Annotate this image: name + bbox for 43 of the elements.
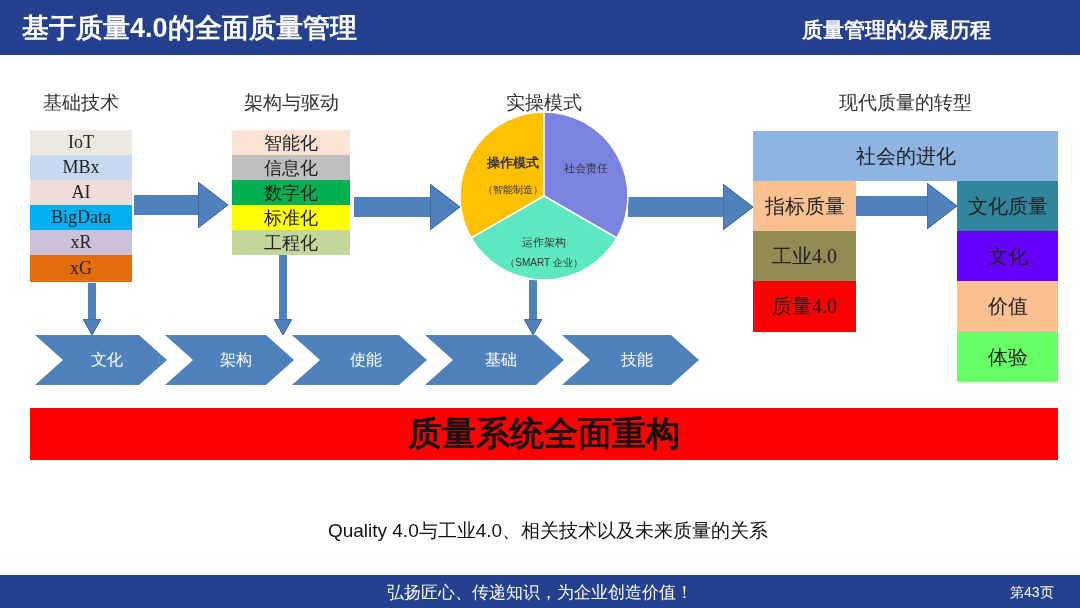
- category-band: MBx: [30, 155, 132, 180]
- block-arrow: [82, 283, 102, 336]
- column-heading: 实操模式: [505, 91, 583, 115]
- category-band: 质量4.0: [753, 281, 856, 332]
- category-band: xG: [30, 255, 132, 282]
- category-band: xR: [30, 230, 132, 255]
- chevron-step: 使能: [292, 335, 427, 385]
- category-band: 信息化: [232, 155, 350, 180]
- block-arrow: [523, 280, 543, 336]
- category-band: 指标质量: [753, 181, 856, 231]
- column-heading: 现代质量的转型: [838, 91, 973, 115]
- category-band: 社会的进化: [753, 131, 1058, 181]
- category-band: 工程化: [232, 230, 350, 255]
- category-band: 体验: [957, 332, 1058, 382]
- column-heading: 架构与驱动: [242, 91, 340, 115]
- chevron-step: 技能: [562, 335, 699, 385]
- category-band: 数字化: [232, 180, 350, 205]
- category-band: BigData: [30, 205, 132, 230]
- page-number: 第43页: [1010, 584, 1054, 602]
- block-arrow: [856, 182, 958, 230]
- figure-caption: Quality 4.0与工业4.0、相关技术以及未来质量的关系: [326, 519, 770, 543]
- category-band: 标准化: [232, 205, 350, 230]
- pie-slice: 运作架构 （SMART 企业）: [471, 196, 617, 280]
- block-arrow: [273, 255, 293, 336]
- banner-bar: 质量系统全面重构: [30, 408, 1058, 460]
- section-title: 质量管理的发展历程: [802, 17, 991, 43]
- chevron-step: 架构: [165, 335, 294, 385]
- chevron-step: 文化: [35, 335, 167, 385]
- category-band: 文化质量: [957, 181, 1058, 231]
- category-band: 智能化: [232, 130, 350, 155]
- category-band: AI: [30, 180, 132, 205]
- category-band: IoT: [30, 130, 132, 155]
- category-band: 文化: [957, 231, 1058, 281]
- slide-title: 基于质量4.0的全面质量管理: [22, 12, 357, 45]
- footer-slogan: 弘扬匠心、传递知识，为企业创造价值！: [386, 582, 694, 604]
- column-heading: 基础技术: [42, 91, 120, 115]
- block-arrow: [354, 183, 461, 231]
- category-band: 工业4.0: [753, 231, 856, 281]
- pie-slice: 社会责任: [544, 112, 628, 238]
- block-arrow: [134, 181, 229, 229]
- block-arrow: [628, 183, 754, 231]
- chevron-step: 基础: [425, 335, 564, 385]
- category-band: 价值: [957, 281, 1058, 332]
